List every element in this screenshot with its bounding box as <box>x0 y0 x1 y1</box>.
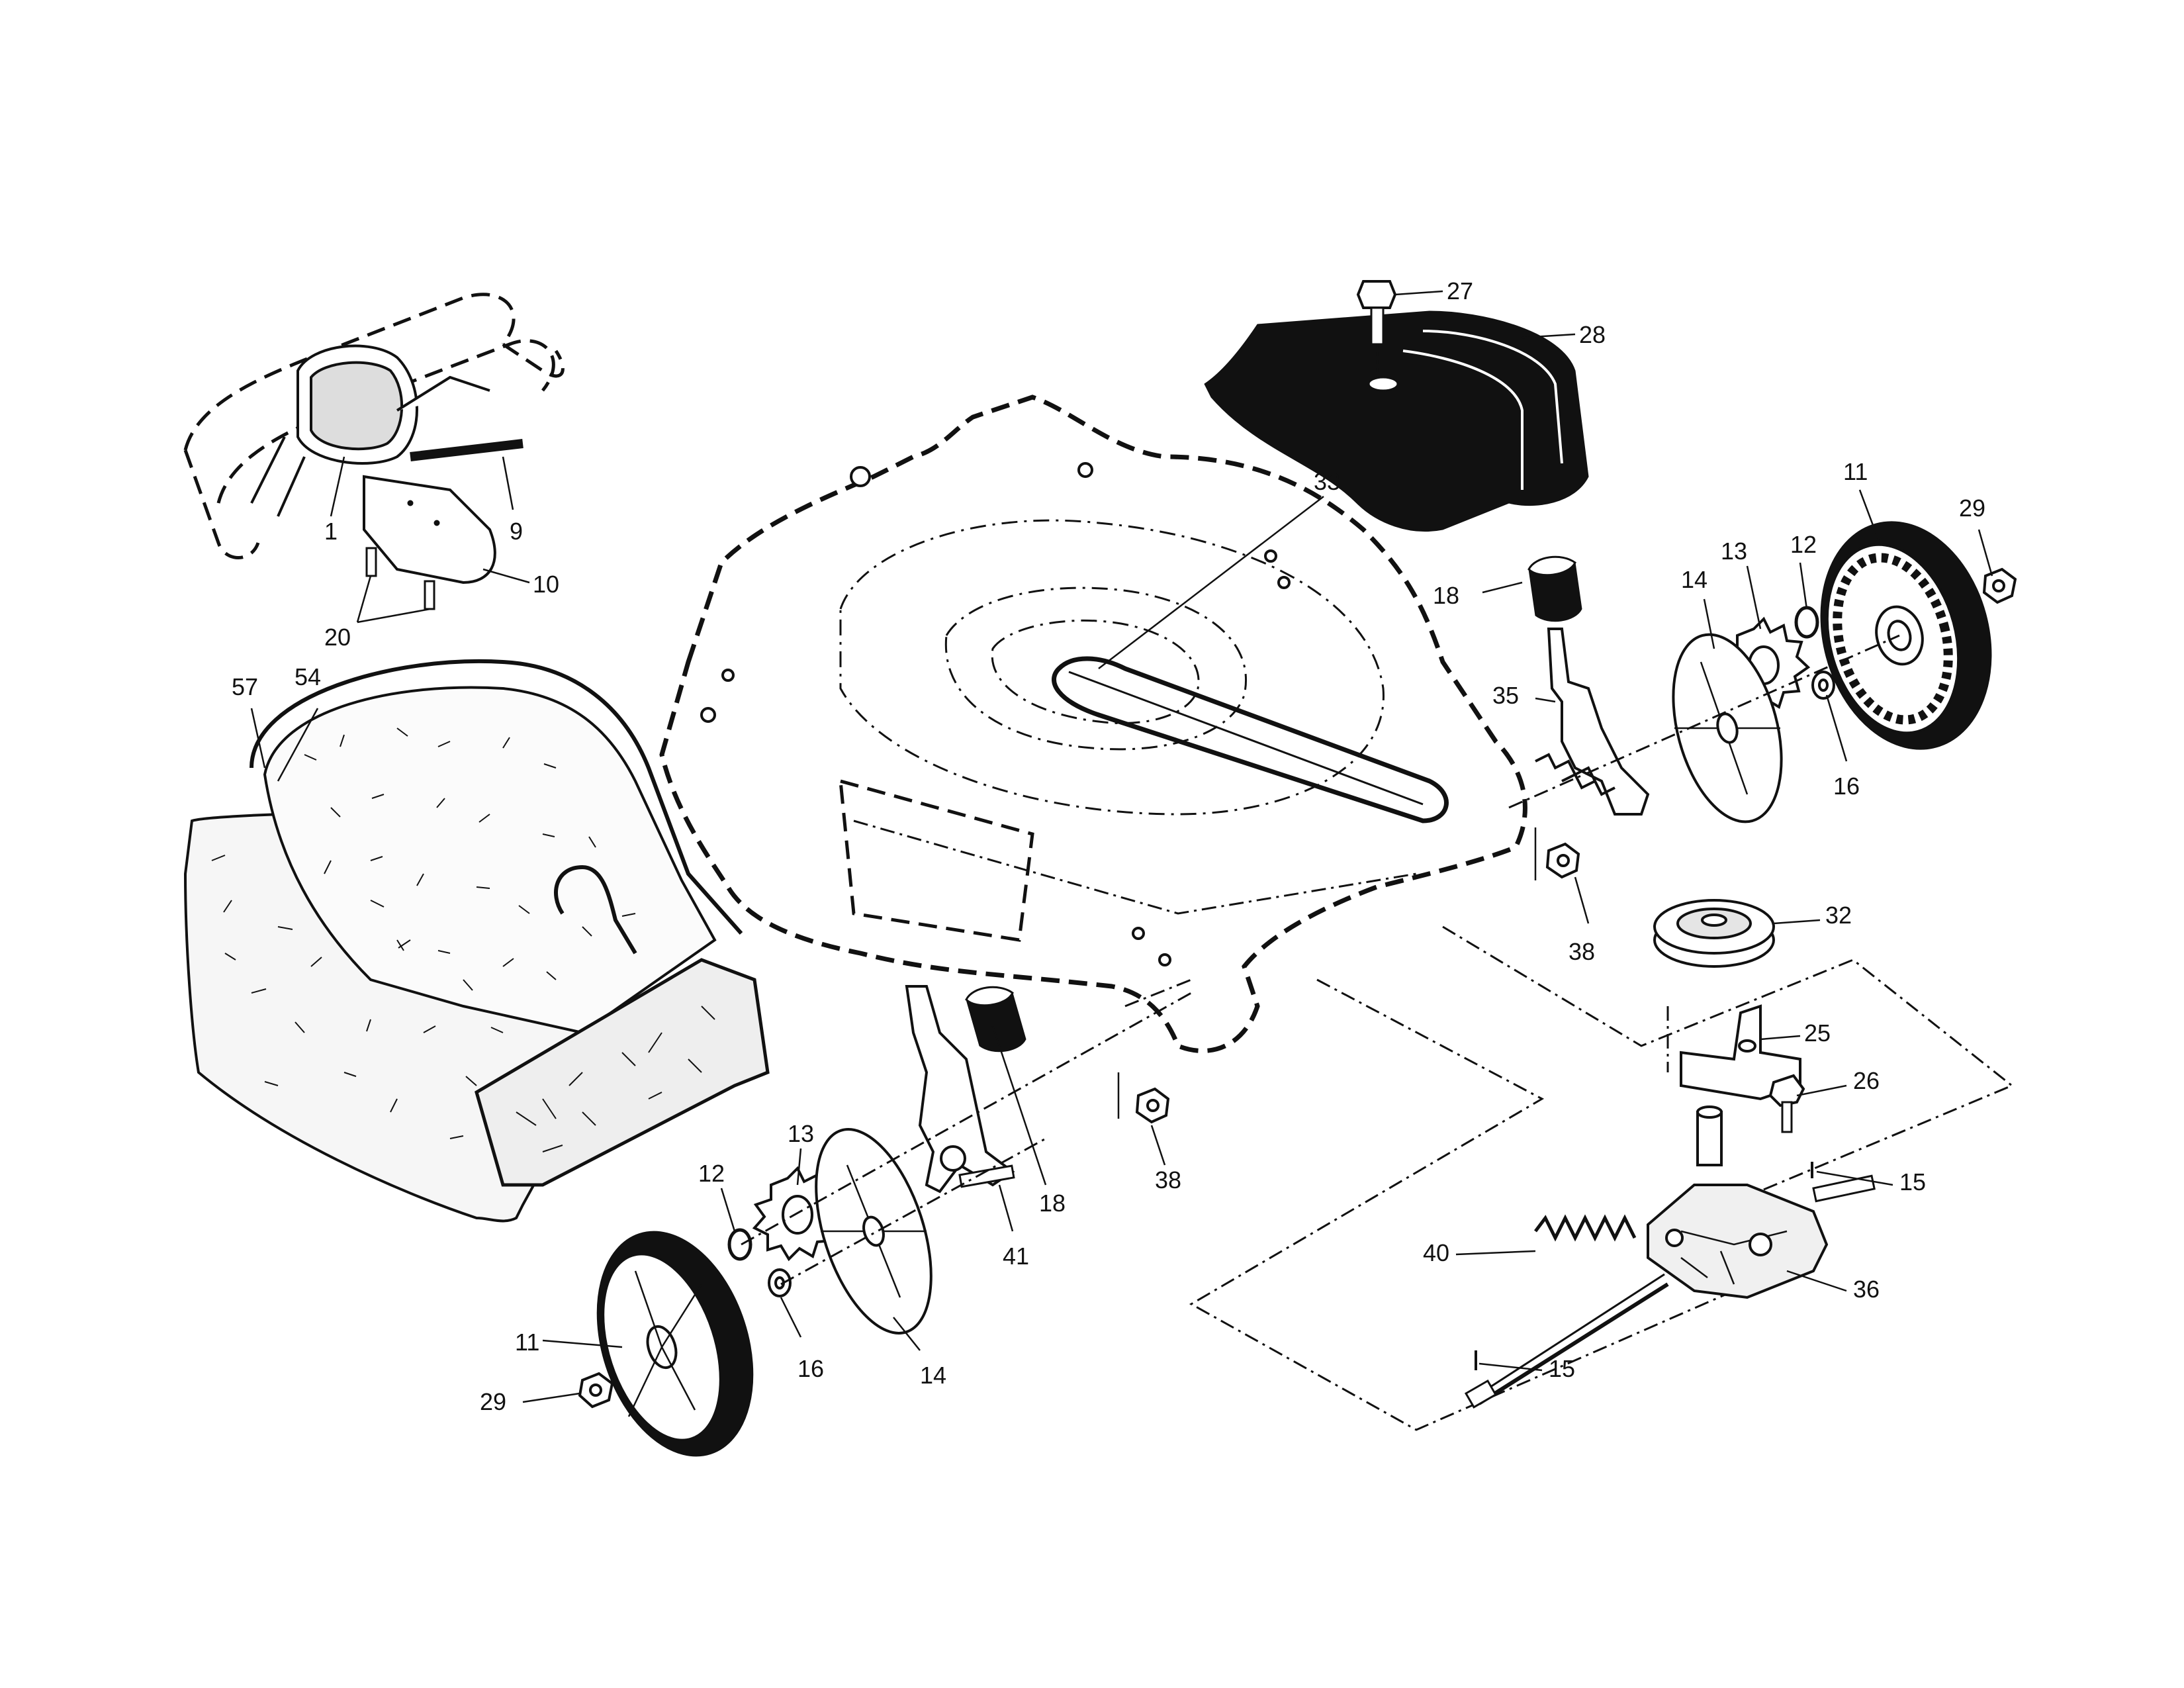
callout-1: 1 <box>324 518 338 545</box>
callout-25: 25 <box>1804 1019 1831 1047</box>
callout-16-left: 16 <box>797 1355 824 1382</box>
callout-16-right: 16 <box>1833 773 1860 800</box>
callout-57: 57 <box>232 673 258 700</box>
callout-13-left: 13 <box>788 1120 814 1147</box>
bail-bar <box>250 436 306 517</box>
coil-spring <box>1535 753 1615 796</box>
axle-front <box>741 992 1192 1286</box>
pin-15 <box>1475 1162 1813 1370</box>
washer-16-left <box>768 1268 792 1297</box>
knob-18-right <box>1527 555 1582 622</box>
height-adjuster-35 <box>1535 628 1650 816</box>
callout-29-right: 29 <box>1959 494 1985 522</box>
leader-lines <box>250 290 1993 1403</box>
callout-36: 36 <box>1853 1276 1880 1303</box>
drive-pulley-32 <box>1653 899 1775 968</box>
nut-38-lower <box>1117 1072 1170 1124</box>
callout-40: 40 <box>1423 1239 1449 1266</box>
washer-16-right <box>1811 671 1835 700</box>
callout-26: 26 <box>1853 1067 1880 1094</box>
callout-20: 20 <box>324 624 351 651</box>
axle-rear <box>1508 634 1900 809</box>
drive-belt-33 <box>1052 656 1449 823</box>
bolt-26 <box>1768 1074 1805 1133</box>
handle-assembly <box>183 293 565 610</box>
callout-38-lower: 38 <box>1155 1166 1181 1194</box>
knob-18-left <box>965 986 1026 1053</box>
callout-28: 28 <box>1579 321 1606 348</box>
spring-40 <box>1534 1214 1637 1242</box>
wheel-11-left <box>596 1231 754 1457</box>
callout-14-right: 14 <box>1681 566 1707 593</box>
gearbox-36 <box>1464 1105 1876 1409</box>
callout-32: 32 <box>1825 902 1852 929</box>
callout-13-right: 13 <box>1721 538 1747 565</box>
callout-15-lower: 15 <box>1549 1355 1575 1382</box>
callout-38-upper: 38 <box>1569 938 1595 965</box>
rear-deflector-28 <box>1204 310 1589 532</box>
callout-12-left: 12 <box>698 1160 725 1187</box>
callout-10: 10 <box>533 571 559 598</box>
bail-bar-right <box>396 375 490 412</box>
mower-deck <box>659 395 1527 1053</box>
transmission-group <box>1189 925 2014 1431</box>
callout-labels: 27 28 33 1 9 10 20 57 54 11 29 13 12 14 … <box>232 277 1985 1415</box>
callout-11-left: 11 <box>515 1329 539 1356</box>
grass-catcher-bag <box>183 659 770 1223</box>
height-adjuster-41 <box>905 985 1015 1194</box>
nut-29-left <box>578 1372 614 1409</box>
callout-15-right: 15 <box>1899 1168 1926 1196</box>
callout-41: 41 <box>1003 1243 1029 1270</box>
callout-12-right: 12 <box>1790 531 1817 558</box>
callout-9: 9 <box>510 518 523 545</box>
plate-10 <box>363 475 496 585</box>
bolt-27 <box>1356 280 1397 377</box>
cable-9 <box>410 439 523 461</box>
callout-11-right: 11 <box>1843 458 1868 485</box>
nut-29-right <box>1982 567 2017 604</box>
callout-33: 33 <box>1314 468 1340 495</box>
callout-14-left: 14 <box>920 1362 946 1389</box>
ring-12-right <box>1794 606 1819 639</box>
callout-29-left: 29 <box>480 1388 506 1415</box>
hubcap-14-left <box>815 1128 933 1335</box>
nut-38-upper <box>1534 827 1580 880</box>
callout-18-right: 18 <box>1433 582 1459 609</box>
callout-18-left: 18 <box>1039 1190 1066 1217</box>
callout-35: 35 <box>1492 682 1519 709</box>
callout-27: 27 <box>1447 277 1473 305</box>
callout-54: 54 <box>295 663 321 690</box>
hubcap-14-right <box>1672 633 1783 823</box>
ring-12-left <box>727 1228 752 1261</box>
